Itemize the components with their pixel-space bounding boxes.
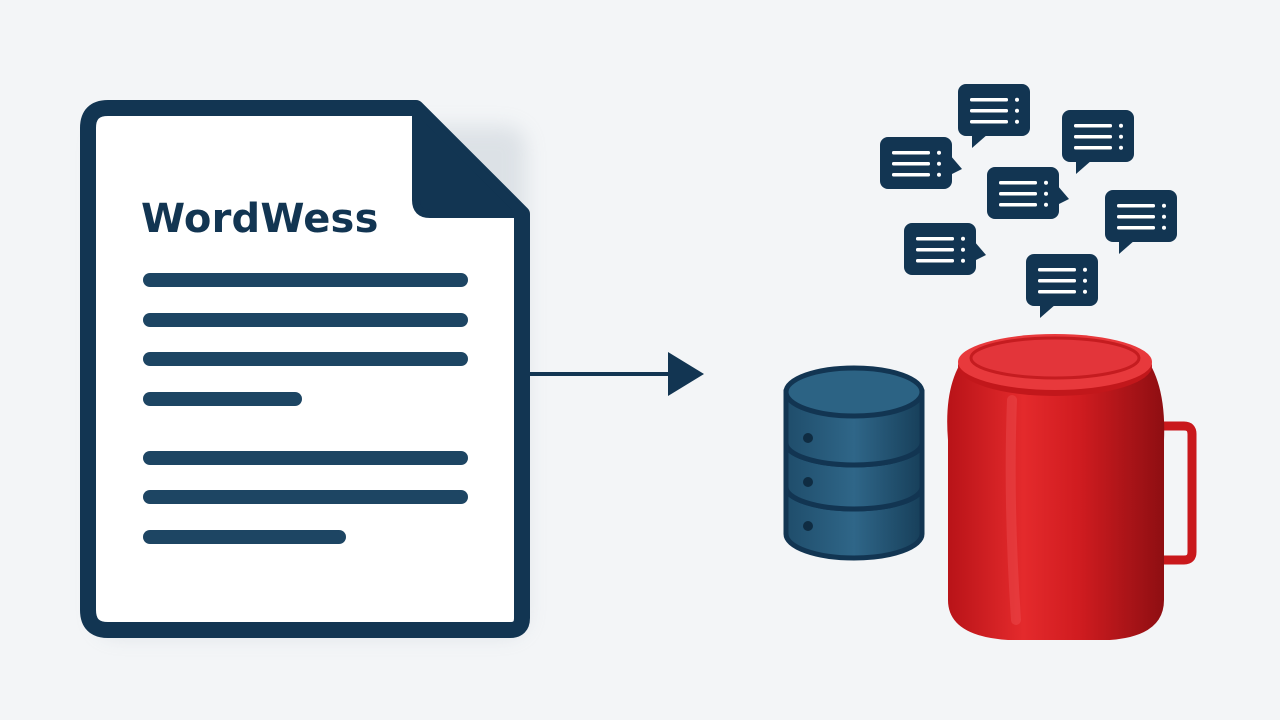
chat-bubble-icon [904, 223, 986, 275]
chat-bubble-icon [1105, 190, 1177, 254]
mug-icon [947, 334, 1197, 640]
chat-bubble-icon [880, 137, 962, 189]
document-text-lines [143, 273, 468, 544]
database-icon [783, 365, 925, 561]
chat-bubble-icon [1026, 254, 1098, 318]
chat-bubbles [880, 84, 1177, 318]
chat-bubble-icon [1062, 110, 1134, 174]
chat-bubble-icon [987, 167, 1069, 219]
document-title: WordWess [141, 196, 379, 242]
arrow-right-icon [524, 352, 704, 396]
document-icon [80, 100, 530, 638]
chat-bubble-icon [958, 84, 1030, 148]
